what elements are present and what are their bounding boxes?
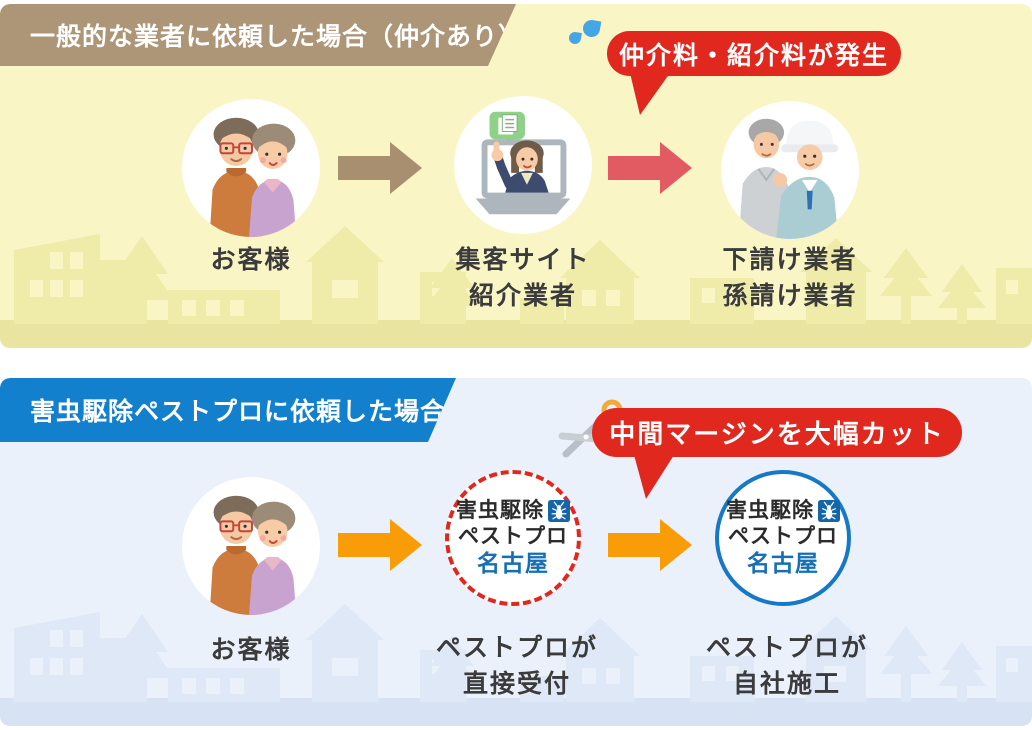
section-header-general-label: 一般的な業者に依頼した場合（仲介あり） <box>30 23 525 51</box>
arrow-right-icon <box>338 142 422 194</box>
logo-line3: 名古屋 <box>477 550 549 577</box>
speech-bubble-tail <box>634 455 674 499</box>
speech-bubble-tail <box>630 73 670 115</box>
logo-line1: 害虫駆除 <box>726 499 814 523</box>
logo-line2: ペストプロ <box>728 525 838 549</box>
sweat-drop-icon <box>581 18 602 39</box>
section-pestpro: 害虫駆除ペストプロに依頼した場合 中間マージンを大幅カット 害虫駆除 <box>0 378 1032 726</box>
node-label-customer: お客様 <box>210 636 292 664</box>
margin-cut-badge-label: 中間マージンを大幅カット <box>609 419 945 449</box>
node-label-inhouse-work: ペストプロが 自社施工 <box>705 634 868 698</box>
referral-site-avatar <box>454 96 592 234</box>
section-header-general: 一般的な業者に依頼した場合（仲介あり） <box>0 4 516 66</box>
pest-bug-icon <box>818 499 840 522</box>
arrow-right-icon <box>608 519 692 571</box>
section-header-pestpro: 害虫駆除ペストプロに依頼した場合 <box>0 378 456 442</box>
fee-badge: 仲介料・紹介料が発生 <box>607 31 901 76</box>
customer-avatar <box>182 477 320 615</box>
workers-illustration <box>737 117 840 239</box>
section-header-pestpro-label: 害虫駆除ペストプロに依頼した場合 <box>30 398 447 426</box>
arrow-right-icon <box>608 142 692 194</box>
node-label-customer: お客様 <box>210 246 292 274</box>
web-operator-illustration <box>454 96 592 234</box>
pestpro-logo-inhouse: 害虫駆除 ペストプロ 名古屋 <box>715 470 851 606</box>
node-label-direct-reception: ペストプロが 直接受付 <box>435 634 598 698</box>
elderly-couple-illustration <box>208 494 298 615</box>
margin-cut-badge: 中間マージンを大幅カット <box>592 408 962 457</box>
arrow-right-icon <box>338 519 422 571</box>
sweat-drop-icon <box>568 31 582 45</box>
node-label-referral-site: 集客サイト 紹介業者 <box>455 246 591 310</box>
node-label-subcontractor: 下請け業者 孫請け業者 <box>722 246 858 310</box>
section-general-contractor: 一般的な業者に依頼した場合（仲介あり） 仲介料・紹介料が発生 お客様 集客サイト… <box>0 4 1032 348</box>
elderly-couple-illustration <box>208 116 298 237</box>
customer-avatar <box>182 99 320 237</box>
logo-line2: ペストプロ <box>458 525 568 549</box>
subcontractor-avatar <box>721 101 859 239</box>
logo-line3: 名古屋 <box>747 550 819 577</box>
logo-line1: 害虫駆除 <box>456 499 544 523</box>
pestpro-logo-direct: 害虫駆除 ペストプロ 名古屋 <box>445 470 581 606</box>
pest-bug-icon <box>548 499 570 522</box>
fee-badge-label: 仲介料・紹介料が発生 <box>618 41 889 70</box>
